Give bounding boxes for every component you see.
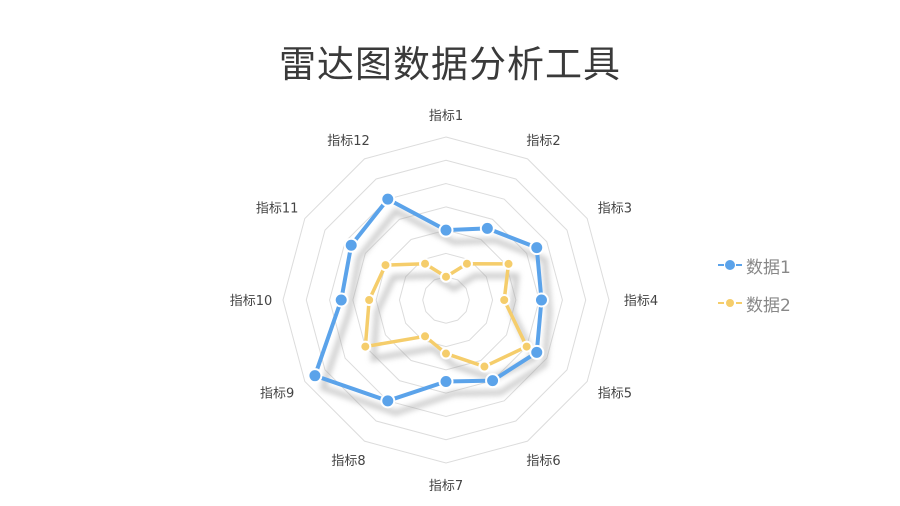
data-point-series-2[interactable] [379, 259, 392, 272]
axis-label: 指标6 [526, 454, 560, 469]
legend-item-series-1[interactable]: 数据1 [718, 246, 791, 284]
data-point-series-1[interactable] [485, 373, 501, 389]
axis-label: 指标10 [230, 294, 273, 309]
data-point-series-2[interactable] [460, 257, 473, 270]
data-point-series-2[interactable] [520, 340, 533, 353]
page-title: 雷达图数据分析工具 [279, 43, 621, 86]
data-point-series-2[interactable] [419, 257, 432, 270]
axis-label: 指标5 [598, 387, 632, 402]
data-point-series-1[interactable] [438, 374, 454, 389]
data-point-series-1[interactable] [529, 344, 545, 360]
data-point-series-1[interactable] [343, 237, 359, 253]
data-point-series-1[interactable] [479, 220, 495, 236]
data-point-series-2[interactable] [440, 347, 452, 360]
data-point-series-1[interactable] [333, 292, 349, 308]
grid-ring [422, 276, 470, 324]
data-point-series-2[interactable] [502, 257, 515, 270]
axis-label: 指标11 [256, 202, 299, 217]
grid-ring [398, 252, 494, 348]
data-point-series-1[interactable] [438, 222, 454, 238]
axis-label: 指标12 [327, 134, 370, 149]
axis-label: 指标3 [598, 202, 632, 217]
data-point-series-2[interactable] [478, 360, 491, 373]
data-point-series-2[interactable] [498, 294, 511, 306]
axis-label: 指标9 [260, 387, 294, 402]
series-shadow [319, 207, 552, 416]
legend-label: 数据2 [746, 295, 791, 316]
data-point-series-1[interactable] [307, 368, 323, 384]
data-point-series-2[interactable] [419, 330, 432, 343]
grid-ring [305, 159, 587, 441]
legend-label: 数据1 [746, 257, 791, 278]
series-shadow [370, 273, 539, 382]
data-point-series-1[interactable] [380, 393, 396, 409]
axis-label: 指标1 [429, 109, 463, 124]
legend: 数据1 数据2 [718, 246, 791, 322]
legend-item-series-2[interactable]: 数据2 [718, 284, 791, 322]
axis-label: 指标2 [526, 134, 560, 149]
series-1-marker-icon [718, 260, 742, 270]
data-point-series-2[interactable] [440, 270, 452, 283]
data-point-series-1[interactable] [533, 292, 549, 308]
data-point-series-1[interactable] [380, 191, 396, 207]
series-2-marker-icon [718, 298, 742, 308]
grid-ring [282, 136, 610, 464]
axis-label: 指标4 [624, 294, 658, 309]
data-point-series-2[interactable] [363, 294, 376, 306]
axis-label: 指标8 [331, 454, 365, 469]
axis-label: 指标7 [429, 479, 463, 494]
data-point-series-1[interactable] [529, 240, 545, 256]
data-point-series-2[interactable] [359, 340, 372, 353]
